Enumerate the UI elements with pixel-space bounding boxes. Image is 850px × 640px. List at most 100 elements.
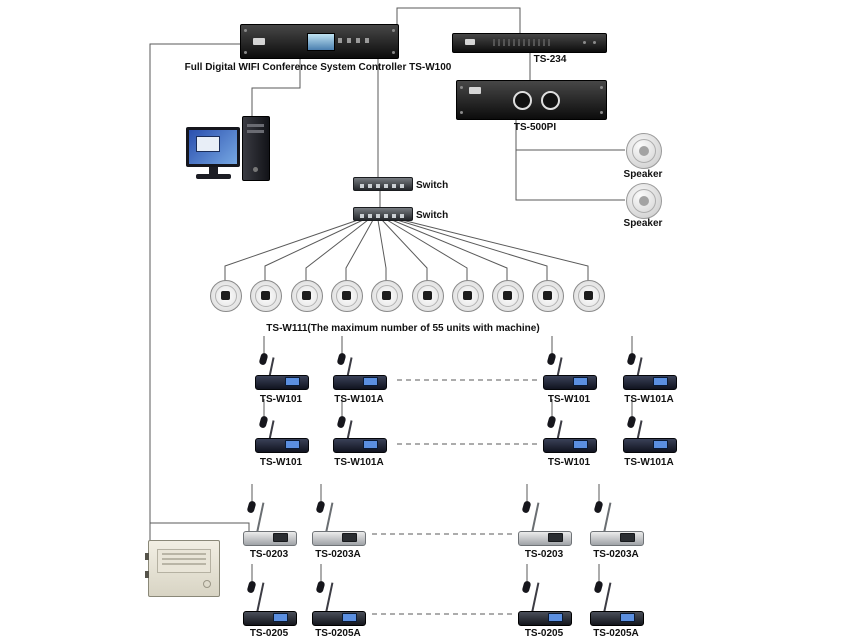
mic-ts-0203a: [590, 498, 646, 546]
mic-label: TS-0205: [524, 628, 564, 639]
mic-base: [243, 531, 297, 546]
mic-ts-w101: [543, 350, 599, 390]
power-button-icon: [253, 167, 258, 172]
mic-head: [315, 500, 326, 514]
mic-ts-w101: [543, 413, 599, 453]
power-knob: [203, 580, 211, 588]
pc-tower: [242, 116, 270, 181]
mic-head: [626, 352, 637, 366]
mic-head: [258, 352, 269, 366]
mic-base: [312, 611, 366, 626]
mic-label: TS-W101A: [334, 457, 384, 468]
speaker-cone: [639, 196, 649, 206]
mic-head: [315, 580, 326, 594]
mic-ts-w101: [255, 350, 311, 390]
mic-head: [336, 415, 347, 429]
knob: [593, 41, 596, 44]
mic-base: [590, 611, 644, 626]
mic-head: [546, 415, 557, 429]
brand-logo: [253, 38, 265, 46]
mic-head: [626, 415, 637, 429]
ceiling-unit: [331, 280, 363, 312]
speaker2-label: Speaker: [623, 218, 663, 229]
mic-gooseneck: [531, 582, 540, 614]
mic-head: [521, 500, 532, 514]
mic-screen: [548, 533, 563, 542]
mic-label: TS-W101: [259, 457, 303, 468]
mic-base: [255, 375, 309, 390]
mic-head: [593, 500, 604, 514]
mic-ts-0205: [243, 578, 299, 626]
mic-ts-w101: [255, 413, 311, 453]
controller-buttons: [338, 38, 374, 43]
amp-meter: [541, 91, 560, 110]
speaker-ring: [632, 139, 656, 163]
mic-label: TS-0205: [249, 628, 289, 639]
network-switch-1: [353, 177, 413, 191]
mic-base: [518, 611, 572, 626]
connector-port: [145, 571, 149, 578]
ceiling-unit: [492, 280, 524, 312]
mic-base: [623, 375, 677, 390]
rack-screw: [244, 51, 247, 54]
brand-logo: [465, 39, 475, 45]
mic-base: [543, 375, 597, 390]
mic-screen: [653, 440, 668, 449]
mic-label: TS-0203: [249, 549, 289, 560]
mic-screen: [653, 377, 668, 386]
mic-label: TS-W101A: [334, 394, 384, 405]
mic-head: [246, 580, 257, 594]
speaker-cone: [639, 146, 649, 156]
ceiling-unit: [532, 280, 564, 312]
mic-base: [590, 531, 644, 546]
mic-ts-0205: [518, 578, 574, 626]
monitor-base: [196, 174, 231, 179]
switch-ports: [360, 214, 406, 218]
drive-bay: [247, 130, 264, 133]
mic-ts-0205a: [312, 578, 368, 626]
mic-screen: [363, 440, 378, 449]
mic-label: TS-0205A: [593, 628, 639, 639]
ceiling-unit: [250, 280, 282, 312]
mic-head: [258, 415, 269, 429]
mic-screen: [273, 613, 288, 622]
ceiling-unit: [371, 280, 403, 312]
mic-screen: [573, 377, 588, 386]
mic-screen: [285, 440, 300, 449]
controller-device: [240, 24, 399, 59]
ts234-label: TS-234: [533, 54, 567, 65]
mic-label: TS-0203A: [593, 549, 639, 560]
knob: [583, 41, 586, 44]
ceiling-unit: [452, 280, 484, 312]
mic-head: [546, 352, 557, 366]
mic-ts-w101a: [623, 350, 679, 390]
speaker-1: [626, 133, 662, 169]
mic-base: [243, 611, 297, 626]
mic-ts-w101a: [333, 413, 389, 453]
ts500pi-label: TS-500PI: [513, 122, 557, 133]
controller-label: Full Digital WIFI Conference System Cont…: [184, 62, 452, 73]
mic-screen: [363, 377, 378, 386]
mic-ts-0203: [243, 498, 299, 546]
ceiling-row-caption: TS-W111(The maximum number of 55 units w…: [266, 323, 540, 334]
pc-screen-window: [196, 136, 220, 152]
mic-head: [336, 352, 347, 366]
mic-screen: [573, 440, 588, 449]
mic-ts-w101a: [623, 413, 679, 453]
mic-gooseneck: [325, 582, 334, 614]
ts234-device: [452, 33, 607, 53]
mic-base: [312, 531, 366, 546]
rack-screw: [600, 111, 603, 114]
mic-screen: [548, 613, 563, 622]
mic-gooseneck: [325, 502, 334, 534]
rack-screw: [392, 51, 395, 54]
mic-base: [255, 438, 309, 453]
connector-port: [145, 553, 149, 560]
mic-label: TS-W101: [547, 457, 591, 468]
mic-head: [246, 500, 257, 514]
speaker1-label: Speaker: [623, 169, 663, 180]
mic-base: [543, 438, 597, 453]
brand-logo: [469, 87, 481, 94]
mic-ts-0203a: [312, 498, 368, 546]
